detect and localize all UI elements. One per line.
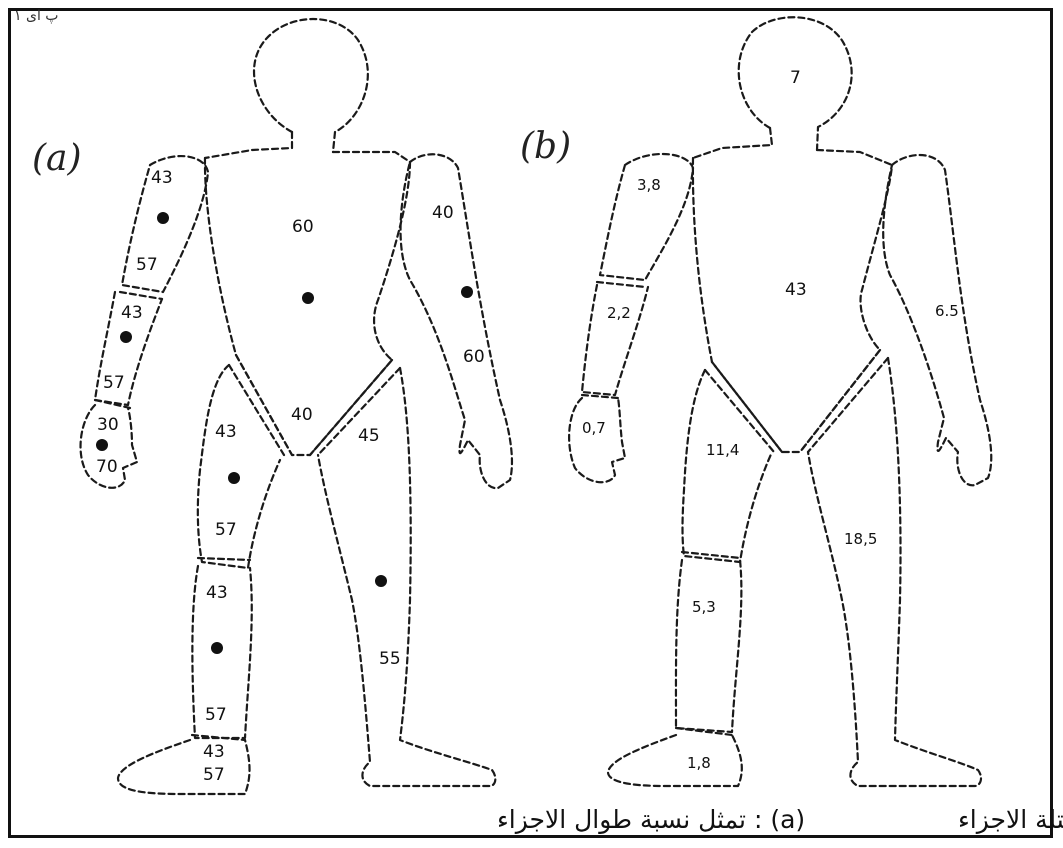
panel-b: (b) xyxy=(520,17,1063,834)
panel-b-trunk-outline xyxy=(693,158,892,452)
label-trunk-b: 43 xyxy=(785,280,807,300)
panel-a-neck-outline xyxy=(205,132,292,158)
panel-a-center-of-mass-marker xyxy=(120,331,132,343)
label-left-hand-top: 30 xyxy=(97,415,119,435)
panel-b-right-arm-outline xyxy=(883,155,991,485)
label-left-upper-arm-bottom: 57 xyxy=(136,255,158,275)
panel-b-upper-arm-outline xyxy=(600,154,693,280)
label-upper-arm: 3,8 xyxy=(637,176,661,194)
panel-a-caption: (a) : تمثل نسبة طوال الاجزاء xyxy=(497,805,805,834)
panel-a-letter: (a) xyxy=(32,138,82,179)
label-right-arm-bottom: 60 xyxy=(463,347,485,367)
label-left-foot-bottom: 57 xyxy=(203,765,225,785)
label-pelvis: 40 xyxy=(291,405,313,425)
label-right-arm-top: 40 xyxy=(432,203,454,223)
panel-a-left-foot-outline xyxy=(118,740,250,794)
panel-a-center-of-mass-marker xyxy=(302,292,314,304)
label-left-upper-arm-top: 43 xyxy=(151,168,173,188)
label-hand: 0,7 xyxy=(582,419,606,437)
panel-a-center-of-mass-marker xyxy=(157,212,169,224)
panel-b-foot-outline xyxy=(608,735,742,786)
label-left-forearm-bottom: 57 xyxy=(103,373,125,393)
panel-a: (a) xyxy=(32,19,805,834)
panel-b-hand-outline xyxy=(569,398,625,482)
label-left-shank-bottom: 57 xyxy=(205,705,227,725)
label-left-forearm-top: 43 xyxy=(121,303,143,323)
label-right-leg-top: 45 xyxy=(358,426,380,446)
label-left-thigh-top: 43 xyxy=(215,422,237,442)
panel-a-center-of-mass-marker xyxy=(211,642,223,654)
panel-a-center-of-mass-marker xyxy=(375,575,387,587)
label-thigh: 11,4 xyxy=(706,441,739,459)
panel-a-right-leg-outline xyxy=(318,368,495,786)
panel-b-letter: (b) xyxy=(520,126,571,167)
panel-a-right-arm-outline xyxy=(401,154,512,488)
label-right-leg-b: 18,5 xyxy=(844,530,877,548)
label-right-leg-bottom: 55 xyxy=(379,649,401,669)
label-forearm: 2,2 xyxy=(607,304,631,322)
label-left-shank-top: 43 xyxy=(206,583,228,603)
panel-a-center-of-mass-marker xyxy=(96,439,108,451)
label-left-hand-bottom: 70 xyxy=(96,457,118,477)
panel-b-forearm-outline xyxy=(582,285,648,395)
panel-a-head-outline xyxy=(254,19,368,152)
label-shank: 5,3 xyxy=(692,598,716,616)
panel-a-left-thigh-outline xyxy=(198,365,280,568)
label-left-foot-top: 43 xyxy=(203,742,225,762)
corner-text: ۱ پ ای xyxy=(14,8,58,24)
label-right-arm-b: 6.5 xyxy=(935,302,959,320)
panel-a-center-of-mass-marker xyxy=(228,472,240,484)
panel-b-shank-outline xyxy=(676,560,741,732)
panel-b-caption: (b) : تمثل نسبة كتلة الاجزاء xyxy=(958,805,1063,834)
label-head: 7 xyxy=(790,68,801,88)
panel-a-center-of-mass-marker xyxy=(461,286,473,298)
label-left-thigh-bottom: 57 xyxy=(215,520,237,540)
panel-b-thigh-outline xyxy=(683,370,773,562)
label-trunk: 60 xyxy=(292,217,314,237)
label-foot: 1,8 xyxy=(687,754,711,772)
